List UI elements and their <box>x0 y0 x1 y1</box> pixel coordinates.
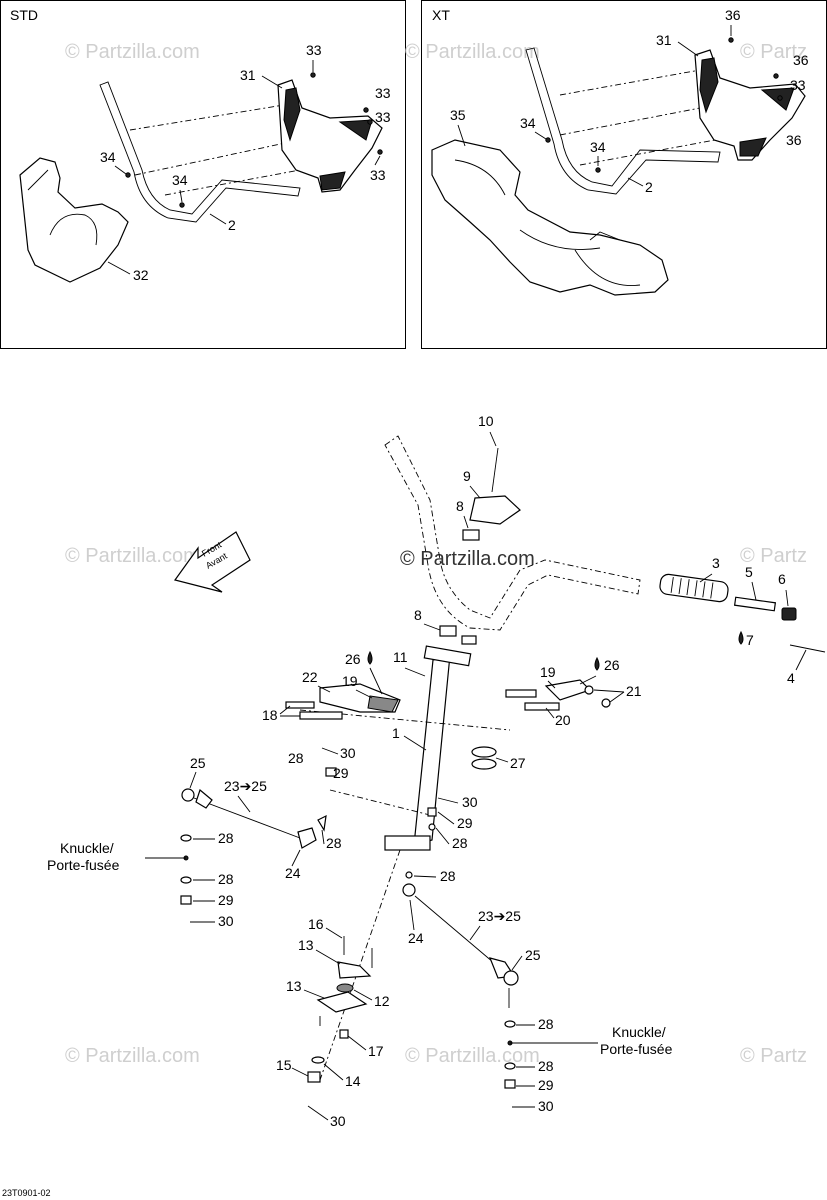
callout: 25 <box>190 755 206 771</box>
watermark: © Partzilla.com <box>65 545 200 567</box>
callout: 26 <box>345 651 361 667</box>
callout: 21 <box>626 683 642 699</box>
watermark: © Partzilla.com <box>405 41 540 63</box>
callout: 13 <box>298 937 314 953</box>
callout: 12 <box>374 993 390 1009</box>
knuckle-label-left-line2: Porte-fusée <box>47 857 120 873</box>
callout: 14 <box>345 1073 361 1089</box>
std-panel-title: STD <box>10 7 38 23</box>
watermark: © Partz <box>740 41 807 63</box>
callout: 1 <box>392 725 400 741</box>
callout: 34 <box>520 115 536 131</box>
steering-assembly <box>145 435 826 1089</box>
callout: 19 <box>342 673 358 689</box>
callout: 19 <box>540 664 556 680</box>
callout: 33 <box>790 77 806 93</box>
callout: 8 <box>456 498 464 514</box>
callout: 20 <box>555 712 571 728</box>
callout: 28 <box>538 1016 554 1032</box>
callout: 34 <box>590 139 606 155</box>
callout: 36 <box>793 52 809 68</box>
knuckle-label-left-line1: Knuckle/ <box>60 840 114 856</box>
callout: 11 <box>393 649 408 665</box>
knuckle-label-right-line2: Porte-fusée <box>600 1041 673 1057</box>
callout: 8 <box>414 607 422 623</box>
callout: 30 <box>330 1113 346 1129</box>
callout: 13 <box>286 978 302 994</box>
callout: 17 <box>368 1043 384 1059</box>
xt-panel-title: XT <box>432 7 450 23</box>
callout: 26 <box>604 657 620 673</box>
callout: 33 <box>306 42 322 58</box>
callout: 23➔25 <box>478 908 521 924</box>
callout: 10 <box>478 413 494 429</box>
callout: 16 <box>308 916 324 932</box>
callout: 29 <box>457 815 473 831</box>
watermark-center: © Partzilla.com <box>400 548 535 570</box>
drawing-code: 23T0901-02 <box>2 1188 51 1198</box>
callout: 33 <box>375 85 391 101</box>
callout: 31 <box>240 67 256 83</box>
watermark: © Partzilla.com <box>405 1045 540 1067</box>
callout: 29 <box>218 892 234 908</box>
callout: 28 <box>218 830 234 846</box>
callout: 4 <box>787 670 795 686</box>
callout: 30 <box>538 1098 554 1114</box>
knuckle-label-right-line1: Knuckle/ <box>612 1024 666 1040</box>
callout: 3 <box>712 555 720 571</box>
callout: 36 <box>725 7 741 23</box>
watermark: © Partzilla.com <box>65 1045 200 1067</box>
callout: 30 <box>340 745 356 761</box>
callout: 28 <box>538 1058 554 1074</box>
callout: 28 <box>452 835 468 851</box>
callout: 33 <box>370 167 386 183</box>
callout: 28 <box>288 750 304 766</box>
callout: 25 <box>525 947 541 963</box>
watermark: © Partzilla.com <box>65 41 200 63</box>
callout: 29 <box>538 1077 554 1093</box>
callout: 32 <box>133 267 149 283</box>
std-handlebar-assembly: 33 31 33 33 33 34 34 2 32 <box>19 42 391 283</box>
callout: 6 <box>778 571 786 587</box>
callout: 22 <box>302 669 318 685</box>
xt-handlebar-assembly: 36 31 36 33 36 34 34 2 35 <box>431 7 809 296</box>
callout: 28 <box>440 868 456 884</box>
watermark: © Partz <box>740 545 807 567</box>
callout: 30 <box>218 913 234 929</box>
main-callouts: 10 9 8 8 3 5 6 7 4 11 26 26 19 19 22 18 … <box>189 413 807 1129</box>
callout: 2 <box>228 217 236 233</box>
callout: 36 <box>786 132 802 148</box>
callout: 2 <box>645 179 653 195</box>
callout: 34 <box>172 172 188 188</box>
callout: 5 <box>745 564 753 580</box>
watermarks: © Partzilla.com © Partzilla.com © Partz … <box>65 41 807 1067</box>
callout: 27 <box>510 755 526 771</box>
callout: 24 <box>285 865 301 881</box>
callout: 34 <box>100 149 116 165</box>
callout: 33 <box>375 109 391 125</box>
watermark: © Partz <box>740 1045 807 1067</box>
callout: 35 <box>450 107 466 123</box>
callout: 9 <box>463 468 471 484</box>
callout: 7 <box>746 632 754 648</box>
callout: 28 <box>326 835 342 851</box>
callout: 24 <box>408 930 424 946</box>
front-direction-arrow: Front Avant <box>173 531 251 593</box>
callout: 23➔25 <box>224 778 267 794</box>
callout: 30 <box>462 794 478 810</box>
callout: 29 <box>333 765 349 781</box>
callout: 15 <box>276 1057 292 1073</box>
callout: 18 <box>262 707 278 723</box>
std-panel-frame <box>0 0 406 349</box>
callout: 31 <box>656 32 672 48</box>
callout: 28 <box>218 871 234 887</box>
